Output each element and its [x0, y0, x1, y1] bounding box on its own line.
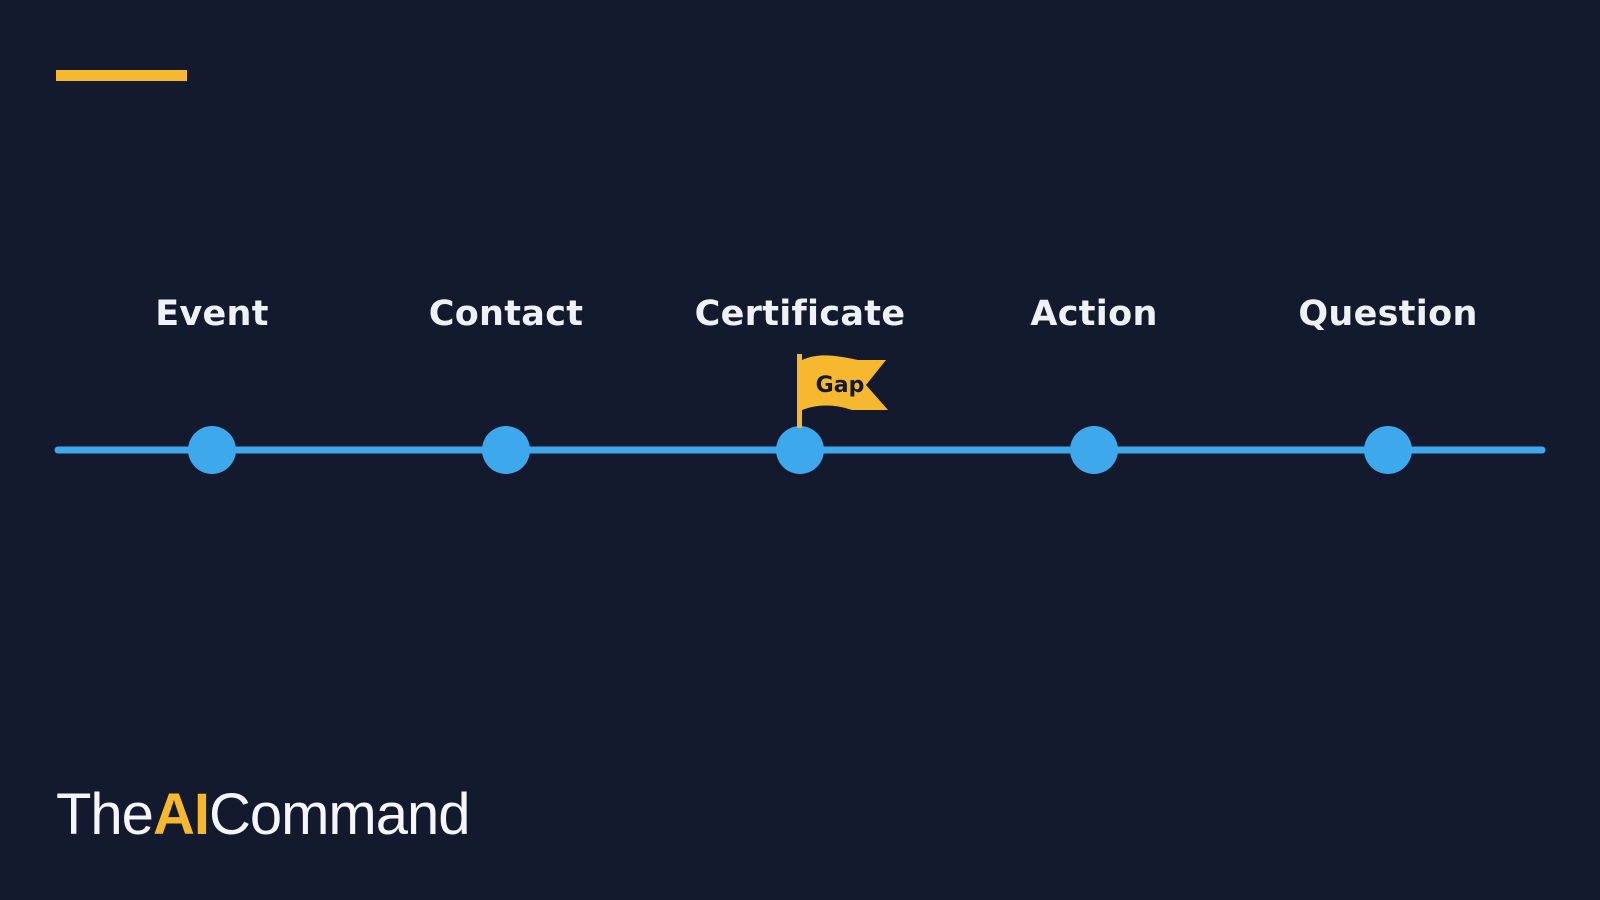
brand-logo: TheAICommand	[56, 782, 470, 848]
step-label-event: Event	[155, 294, 269, 334]
step-label-action: Action	[1030, 294, 1158, 334]
step-label-certificate: Certificate	[694, 294, 906, 334]
flag-pole	[797, 354, 802, 428]
timeline-node-contact	[482, 426, 530, 474]
flag-icon	[802, 355, 888, 410]
timeline-node-question	[1364, 426, 1412, 474]
logo-text-the: The	[56, 782, 154, 847]
gap-flag: Gap	[797, 354, 888, 428]
accent-bar	[56, 70, 187, 81]
timeline-node-action	[1070, 426, 1118, 474]
logo-text-ai: AI	[152, 782, 210, 847]
logo-text-command: Command	[208, 782, 471, 847]
step-label-question: Question	[1298, 294, 1478, 334]
flag-label: Gap	[816, 373, 865, 398]
timeline-node-certificate	[776, 426, 824, 474]
timeline-node-event	[188, 426, 236, 474]
step-label-contact: Contact	[428, 294, 584, 334]
